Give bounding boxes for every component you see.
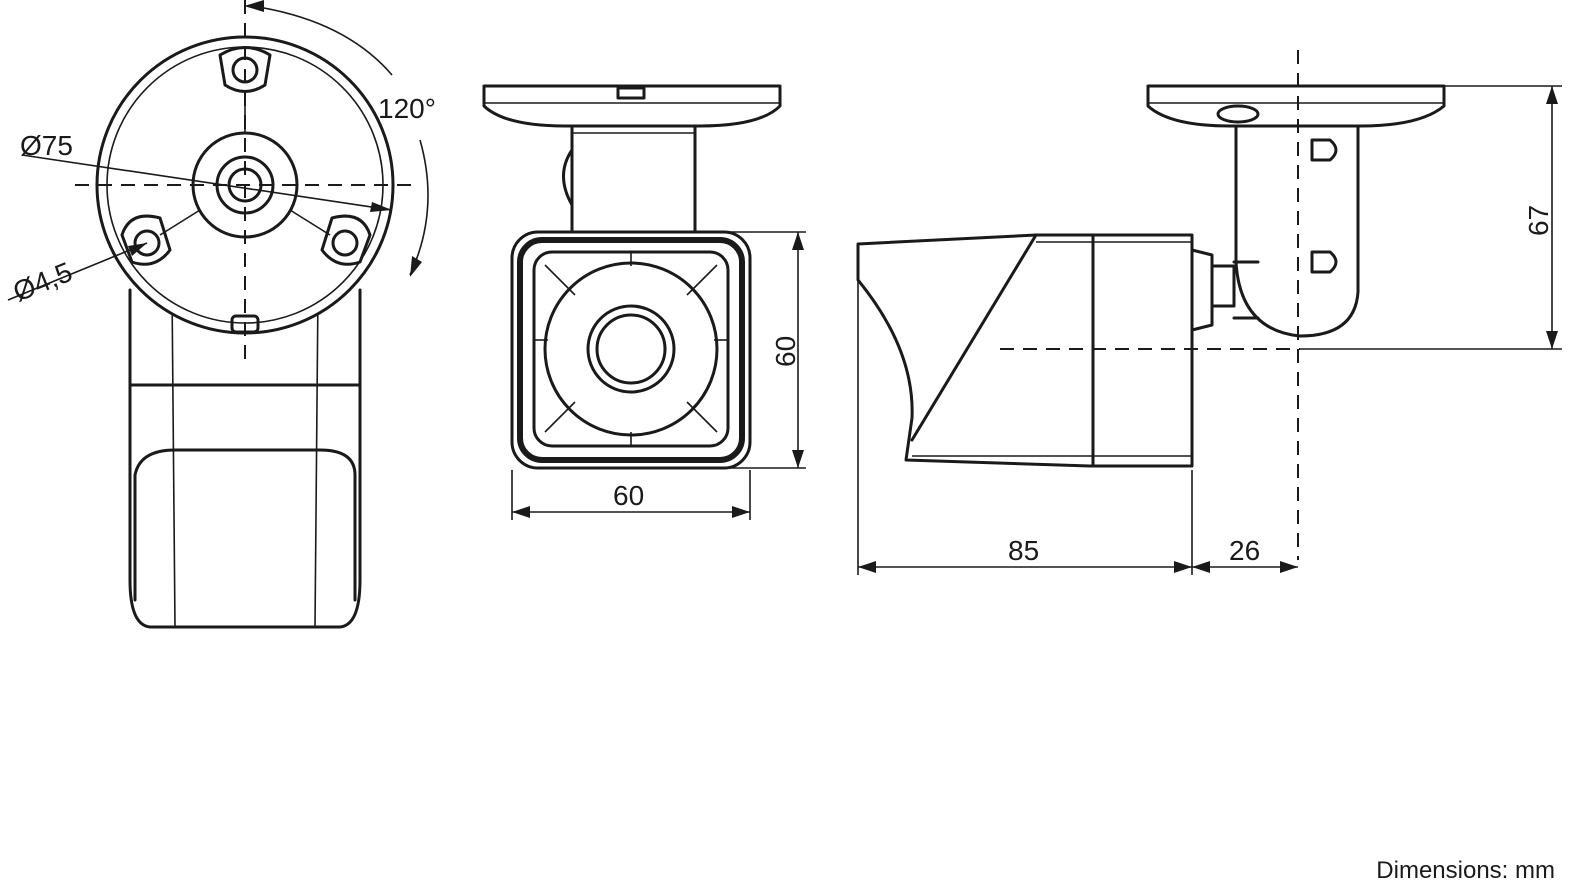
hole-leader	[7, 242, 148, 301]
body-length-label: 85	[1008, 535, 1039, 566]
diameter-label: Ø75	[20, 130, 73, 161]
diameter-leader	[21, 154, 393, 211]
bracket-length-label: 26	[1229, 535, 1260, 566]
total-height-label: 67	[1523, 205, 1554, 236]
rotation-arc	[251, 5, 393, 76]
hole-diameter-label: Ø4,5	[9, 256, 77, 307]
front-width-label: 60	[613, 480, 644, 511]
units-note: Dimensions: mm	[1376, 857, 1555, 884]
front-view: 60 60	[482, 84, 806, 520]
side-view: 67 85 26	[856, 50, 1562, 575]
front-height-label: 60	[770, 336, 801, 367]
rotation-arc-lower	[409, 139, 429, 276]
rotation-label: 120°	[378, 93, 436, 124]
top-view-body	[128, 288, 362, 629]
top-view: Ø75 Ø4,5 120°	[7, 0, 436, 629]
